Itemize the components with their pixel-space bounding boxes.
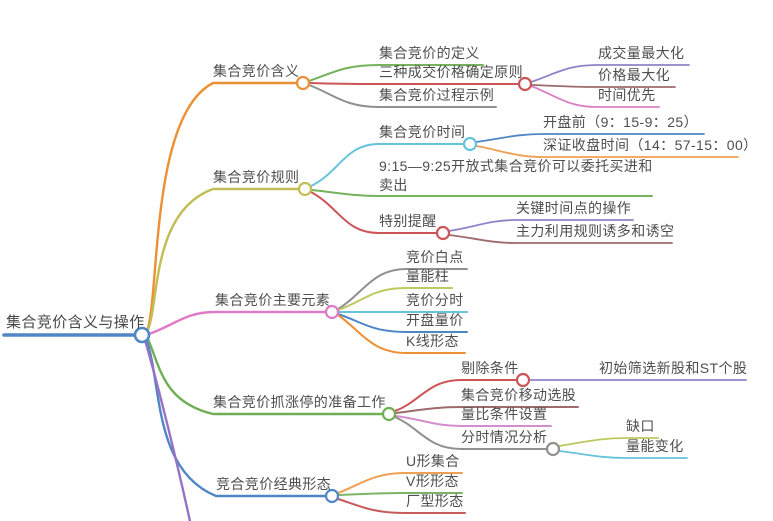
connector-special-reminder (310, 191, 437, 234)
node-main-elements[interactable]: 集合竞价主要元素 (215, 292, 331, 308)
node-classic-patterns[interactable]: 竞合竞价经典形态 (216, 476, 332, 492)
node-factory-shape[interactable]: 厂型形态 (406, 493, 464, 509)
node-toggle-call-auction-meaning[interactable] (295, 75, 311, 91)
connector-open-volume-price (337, 313, 468, 333)
connector-intraday-analysis (394, 416, 547, 450)
node-toggle-auction-time[interactable] (462, 136, 478, 152)
node-v-shape[interactable]: V形形态 (406, 473, 459, 489)
node-max-price[interactable]: 价格最大化 (598, 67, 670, 83)
node-definition[interactable]: 集合竞价的定义 (379, 45, 480, 61)
node-max-volume[interactable]: 成交量最大化 (598, 45, 685, 61)
connector-auction-white-dot (337, 268, 468, 310)
node-open-auction-note[interactable]: 9:15—9:25开放式集合竞价可以委托买进和卖出 (379, 158, 653, 193)
connector-auction-time (310, 143, 464, 187)
connector-main-force-traps (448, 234, 673, 244)
connector-volume-bar (337, 287, 453, 311)
connector-gap (558, 437, 659, 447)
node-gap[interactable]: 缺口 (626, 418, 655, 434)
node-main-force-traps[interactable]: 主力利用规则诱多和诱空 (516, 223, 675, 239)
connector-open-auction-note (311, 189, 653, 197)
node-key-time-operations[interactable]: 关键时间点的操作 (516, 200, 632, 216)
node-root[interactable]: 集合竞价含义与操作 (6, 314, 145, 331)
connector-volume-ratio-setting (395, 415, 552, 427)
node-pre-open-time[interactable]: 开盘前（9：15-9：25） (543, 114, 698, 130)
connector-elimination-criteria (394, 379, 517, 412)
node-k-line-pattern[interactable]: K线形态 (406, 333, 459, 349)
connector-process-example (308, 84, 497, 108)
node-call-auction-rules[interactable]: 集合竞价规则 (213, 169, 300, 185)
node-toggle-special-reminder[interactable] (435, 225, 451, 241)
node-toggle-main-elements[interactable] (324, 304, 340, 320)
node-auction-white-dot[interactable]: 竞价白点 (406, 249, 464, 265)
node-time-priority[interactable]: 时间优先 (598, 87, 656, 103)
node-volume-change[interactable]: 量能变化 (626, 438, 684, 454)
connector-truncated-branch (143, 338, 192, 521)
connector-three-price-principles (309, 82, 519, 85)
node-toggle-elimination-criteria[interactable] (515, 372, 531, 388)
connector-k-line-pattern (337, 314, 466, 354)
connector-szse-close-time (475, 145, 739, 158)
node-toggle-intraday-analysis[interactable] (545, 441, 561, 457)
node-toggle-classic-patterns[interactable] (324, 488, 340, 504)
connector-max-price (531, 84, 676, 88)
connector-key-time-operations (448, 219, 634, 232)
node-volume-ratio-setting[interactable]: 量比条件设置 (461, 406, 548, 422)
node-call-auction-meaning[interactable]: 集合竞价含义 (213, 63, 300, 79)
node-volume-bar[interactable]: 量能柱 (406, 268, 450, 284)
connector-factory-shape (337, 498, 466, 514)
connector-main-elements (147, 310, 327, 336)
node-mobile-stock-selection[interactable]: 集合竞价移动选股 (461, 387, 577, 403)
connector-classic-patterns (144, 337, 327, 498)
connector-pre-open-time (475, 133, 705, 143)
node-szse-close-time[interactable]: 深证收盘时间（14：57-15：00） (543, 137, 758, 153)
connector-max-volume (530, 64, 690, 83)
connector-time-priority (530, 85, 660, 108)
node-intraday-analysis[interactable]: 分时情况分析 (461, 429, 548, 445)
connector-v-shape (338, 492, 463, 496)
node-special-reminder[interactable]: 特别提醒 (379, 213, 437, 229)
node-auction-intraday[interactable]: 竞价分时 (406, 292, 464, 308)
node-auction-time[interactable]: 集合竞价时间 (379, 124, 466, 140)
connector-u-shape (337, 472, 463, 494)
node-elimination-criteria[interactable]: 剔除条件 (461, 360, 519, 376)
node-process-example[interactable]: 集合竞价过程示例 (379, 87, 495, 103)
node-toggle-call-auction-rules[interactable] (297, 181, 313, 197)
connector-definition (308, 64, 484, 82)
node-toggle-limit-up-preparation[interactable] (381, 406, 397, 422)
node-open-volume-price[interactable]: 开盘量价 (406, 312, 464, 328)
node-toggle-root[interactable] (133, 326, 151, 344)
connector-call-auction-meaning (145, 81, 298, 333)
node-toggle-three-price-principles[interactable] (517, 76, 533, 92)
node-limit-up-preparation[interactable]: 集合竞价抓涨停的准备工作 (213, 394, 386, 410)
connector-mobile-stock-selection (395, 406, 579, 414)
node-three-price-principles[interactable]: 三种成交价格确定原则 (379, 64, 523, 80)
node-initial-screening[interactable]: 初始筛选新股和ST个股 (599, 360, 748, 376)
connector-limit-up-preparation (145, 335, 384, 416)
connector-call-auction-rules (145, 187, 300, 334)
node-u-shape[interactable]: U形集合 (406, 453, 460, 469)
connector-volume-change (558, 450, 688, 459)
